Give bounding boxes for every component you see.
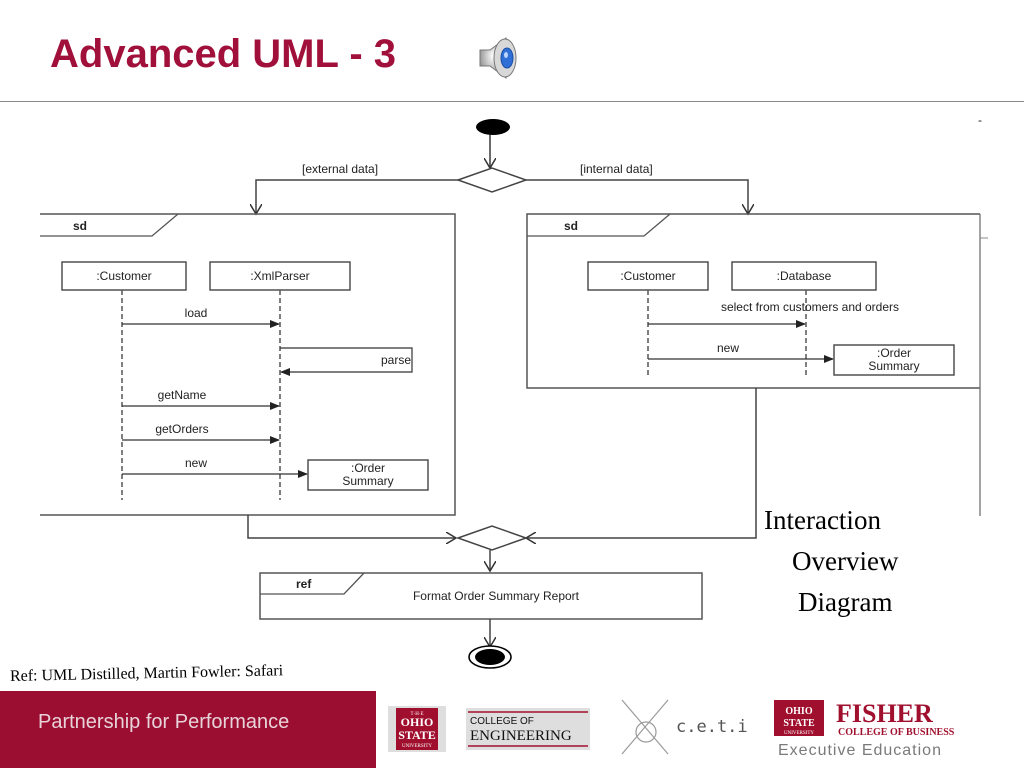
svg-text:STATE: STATE xyxy=(783,718,815,729)
order-summary-box-right xyxy=(833,344,955,376)
guard-internal: [internal data] xyxy=(580,162,653,176)
left-sequence-frame: sd :Customer :XmlParser load parse getNa… xyxy=(40,213,456,516)
title-divider xyxy=(0,101,1024,102)
caption-line-2: Overview xyxy=(792,546,899,576)
svg-text:UNIVERSITY: UNIVERSITY xyxy=(784,731,814,736)
svg-text:STATE: STATE xyxy=(398,728,436,742)
ceti-logo: c.e.t.i xyxy=(621,699,748,755)
svg-text:Executive Education: Executive Education xyxy=(778,742,942,759)
initial-node xyxy=(476,119,510,135)
svg-text:FISHER: FISHER xyxy=(836,699,933,728)
right-edge-mark: - xyxy=(978,113,982,127)
lifeline-head-xmlparser xyxy=(209,261,351,291)
message-load: load xyxy=(185,306,208,320)
svg-text:OHIO: OHIO xyxy=(401,715,434,729)
flow-left-to-merge xyxy=(247,515,456,538)
svg-text:UNIVERSITY: UNIVERSITY xyxy=(402,744,432,749)
lifeline-label-database: :Database xyxy=(777,269,832,283)
guard-external: [external data] xyxy=(302,162,378,176)
lifeline-label-customer-right: :Customer xyxy=(620,269,675,283)
lifeline-label-customer-left: :Customer xyxy=(96,269,151,283)
svg-text:Summary: Summary xyxy=(342,474,393,488)
svg-text:Summary: Summary xyxy=(868,359,919,373)
svg-text::Order: :Order xyxy=(877,346,911,360)
footer-band: Partnership for Performance xyxy=(0,691,376,768)
fisher-logo: OHIO STATE UNIVERSITY FISHER COLLEGE OF … xyxy=(774,699,955,759)
svg-text:ENGINEERING: ENGINEERING xyxy=(470,728,572,744)
caption-line-1: Interaction xyxy=(764,505,881,535)
right-frame-tag: sd xyxy=(564,219,578,233)
flow-internal xyxy=(526,179,748,214)
college-of-engineering-logo: COLLEGE OF ENGINEERING xyxy=(466,708,590,750)
interaction-overview-diagram: [external data] [internal data] sd :Cust… xyxy=(40,113,988,669)
ref-frame: ref Format Order Summary Report xyxy=(259,572,703,620)
svg-text:COLLEGE OF BUSINESS: COLLEGE OF BUSINESS xyxy=(838,727,955,738)
message-parse-arrow xyxy=(280,347,413,376)
ref-frame-tag: ref xyxy=(296,577,312,591)
flow-right-to-merge xyxy=(526,388,757,538)
message-new-left: new xyxy=(185,456,207,470)
footer-text: Partnership for Performance xyxy=(38,711,290,733)
lifeline-label-xmlparser: :XmlParser xyxy=(250,269,309,283)
slide-title: Advanced UML - 3 xyxy=(50,32,396,76)
caption-line-3: Diagram xyxy=(798,587,893,617)
svg-text:T·H·E: T·H·E xyxy=(410,712,423,717)
message-getname: getName xyxy=(158,388,207,402)
ref-frame-label: Format Order Summary Report xyxy=(413,589,580,603)
left-frame-tag: sd xyxy=(73,219,87,233)
ohio-state-logo: T·H·E OHIO STATE UNIVERSITY xyxy=(388,706,446,752)
lifeline-head-customer-left xyxy=(61,261,187,291)
message-select: select from customers and orders xyxy=(721,300,899,314)
speaker-icon[interactable] xyxy=(476,34,532,82)
message-new-right: new xyxy=(717,341,739,355)
message-getorders: getOrders xyxy=(155,422,208,436)
right-sequence-frame: sd :Customer :Database select from custo… xyxy=(526,113,988,516)
decision-node xyxy=(455,167,529,193)
svg-text:OHIO: OHIO xyxy=(785,706,812,717)
svg-text:c.e.t.i: c.e.t.i xyxy=(676,717,748,737)
diagram-caption: Interaction Overview Diagram xyxy=(764,500,964,623)
svg-text::Order: :Order xyxy=(351,461,385,475)
message-parse: parse xyxy=(381,353,411,367)
lifeline-head-database xyxy=(731,261,877,291)
flow-external xyxy=(256,179,458,214)
svg-text:COLLEGE OF: COLLEGE OF xyxy=(470,716,534,727)
merge-node xyxy=(455,525,529,551)
order-summary-box-left xyxy=(307,459,429,491)
